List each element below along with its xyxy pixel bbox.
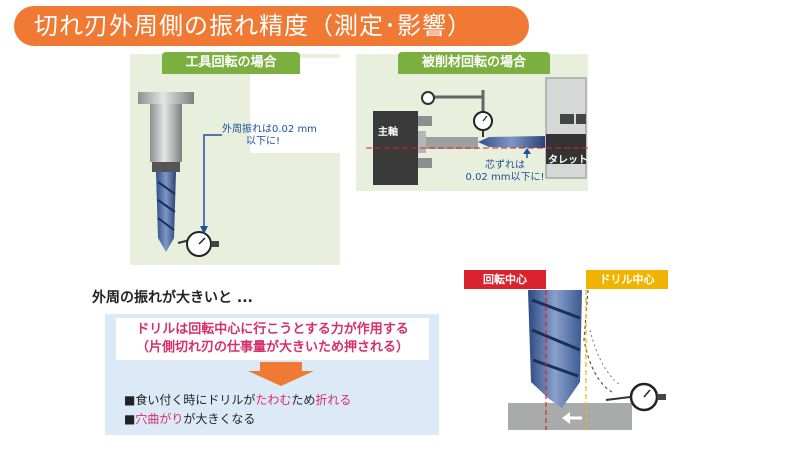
left-arrow-icon	[562, 412, 582, 424]
workpiece-rotation-tab: 被削材回転の場合	[398, 52, 550, 74]
misalignment-note-line2: 0.02 mm以下に!	[465, 172, 545, 183]
rotation-center-badge: 回転中心	[464, 270, 546, 289]
bullet2-part1: ■	[124, 412, 136, 426]
tool-rotation-tab: 工具回転の場合	[162, 52, 300, 74]
bullet2-part3: が大きくなる	[183, 412, 256, 426]
workpiece-block	[508, 403, 632, 430]
drill-body	[528, 290, 582, 408]
dial-gauge-icon	[605, 382, 666, 412]
drill-center-badge: ドリル中心	[586, 270, 668, 289]
misalignment-note-line1: 芯ずれは	[485, 160, 525, 171]
effect-bullet-hole-bend: ■穴曲がりが大きくなる	[124, 410, 255, 427]
force-explanation-line1: ドリルは回転中心に行こうとする力が作用する	[136, 322, 409, 337]
bullet1-part1: ■食い付く時にドリルが	[124, 393, 256, 407]
effect-bullet-breakage: ■食い付く時にドリルがたわむため折れる	[124, 391, 351, 408]
page-title: 切れ刃外周側の振れ精度（測定･影響）	[14, 6, 529, 46]
effects-heading: 外周の振れが大きいと ...	[92, 290, 253, 306]
deflected-drill-outline	[583, 289, 613, 393]
bullet1-break: 折れる	[315, 393, 352, 407]
spindle-label: 主軸	[378, 127, 398, 138]
misalignment-note: 芯ずれは 0.02 mm以下に!	[456, 160, 554, 184]
tool-runout-note-line2: 以下に!	[246, 136, 281, 147]
turret-label: タレット	[548, 155, 588, 166]
bullet2-hole-bend: 穴曲がり	[135, 412, 184, 426]
bullet1-part3: ため	[291, 393, 316, 407]
force-explanation: ドリルは回転中心に行こうとする力が作用する （片側切れ刃の仕事量が大きいため押さ…	[116, 318, 429, 360]
force-explanation-line2: （片側切れ刃の仕事量が大きいため押される）	[135, 340, 409, 355]
bullet1-deflect: たわむ	[255, 393, 292, 407]
tool-runout-note: 外周振れは0.02 mm 以下に!	[222, 124, 322, 148]
tool-runout-note-line1: 外周振れは0.02 mm	[222, 124, 317, 135]
